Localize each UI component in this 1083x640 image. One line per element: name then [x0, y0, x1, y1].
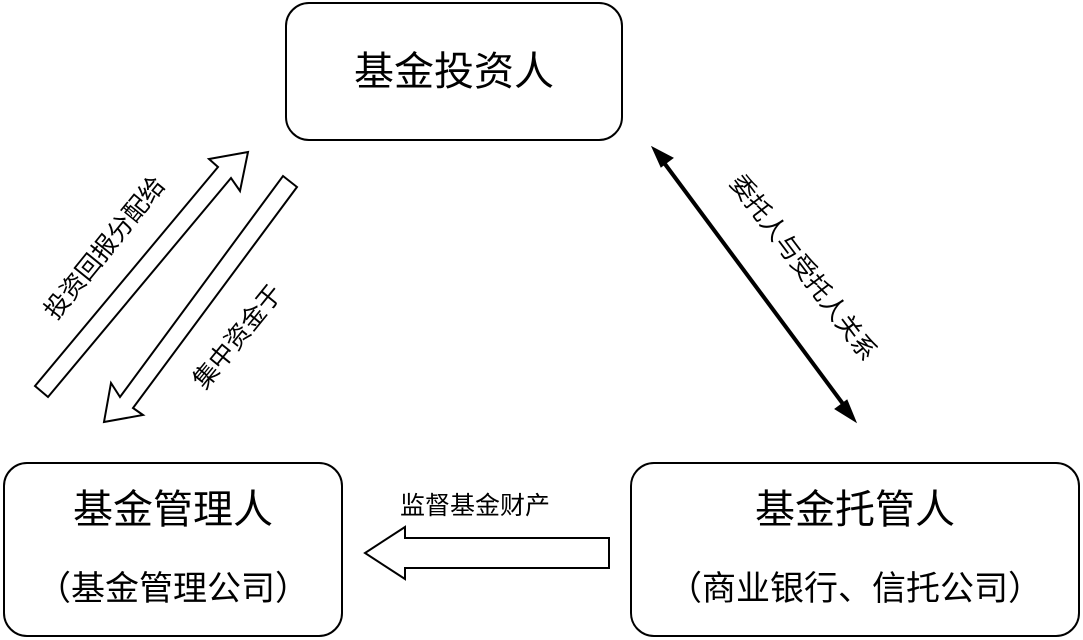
- fund-manager-title: 基金管理人: [73, 487, 273, 533]
- fund-custodian-title: 基金托管人: [755, 487, 955, 533]
- supervise-assets-arrow: [363, 525, 610, 581]
- trust-relation-head-bottom: [834, 399, 858, 424]
- trust-relation-head-top: [650, 145, 674, 168]
- pooled-funds-arrow: [102, 174, 299, 424]
- fund-custodian-box: 基金托管人 （商业银行、信托公司）: [630, 462, 1080, 637]
- fund-custodian-subtitle: （商业银行、信托公司）: [668, 569, 1042, 609]
- return-distribution-arrow: [33, 150, 250, 399]
- supervise-assets-label: 监督基金财产: [400, 491, 551, 520]
- fund-manager-subtitle: （基金管理公司）: [37, 569, 309, 609]
- fund-investor-box: 基金投资人: [285, 2, 623, 141]
- fund-manager-box: 基金管理人 （基金管理公司）: [3, 462, 343, 637]
- fund-investor-title: 基金投资人: [354, 49, 554, 95]
- trust-relation-line: [660, 158, 848, 410]
